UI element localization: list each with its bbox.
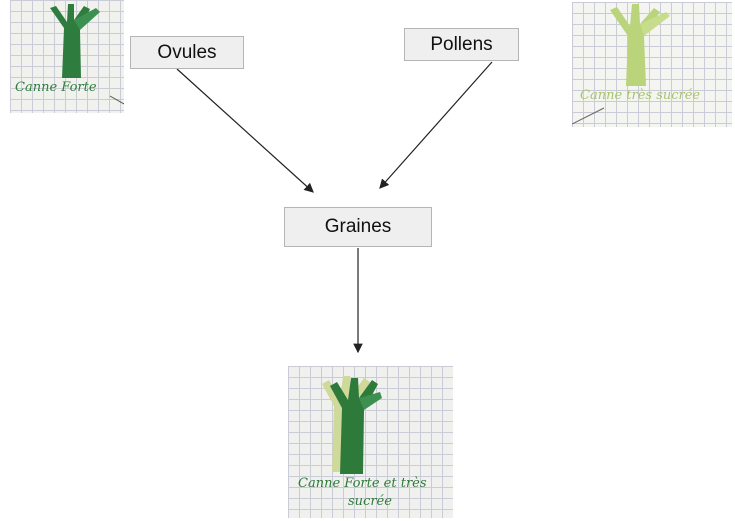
caption-offspring-line2: sucrée — [348, 494, 392, 509]
node-pollens: Pollens — [404, 28, 519, 61]
node-pollens-label: Pollens — [430, 33, 493, 55]
photo-canne-forte-et-tres-sucree: Canne Forte et très sucrée — [288, 366, 453, 518]
photo-canne-forte: Canne Forte — [10, 0, 124, 113]
caption-canne-forte: Canne Forte — [15, 80, 97, 95]
caption-canne-tres-sucree: Canne très sucrée — [580, 88, 701, 103]
arrow-pollens-to-graines — [379, 61, 493, 189]
node-ovules: Ovules — [130, 36, 244, 69]
node-graines: Graines — [284, 207, 432, 247]
caption-offspring-line1: Canne Forte et très — [298, 476, 427, 491]
photo-canne-tres-sucree: Canne très sucrée — [572, 2, 732, 127]
sugarcane-dark-icon — [50, 4, 124, 105]
node-ovules-label: Ovules — [157, 41, 217, 63]
sugarcane-hybrid-icon — [322, 376, 382, 474]
sugarcane-light-icon — [572, 4, 670, 125]
node-graines-label: Graines — [324, 216, 392, 237]
arrow-ovules-to-graines — [176, 68, 314, 193]
